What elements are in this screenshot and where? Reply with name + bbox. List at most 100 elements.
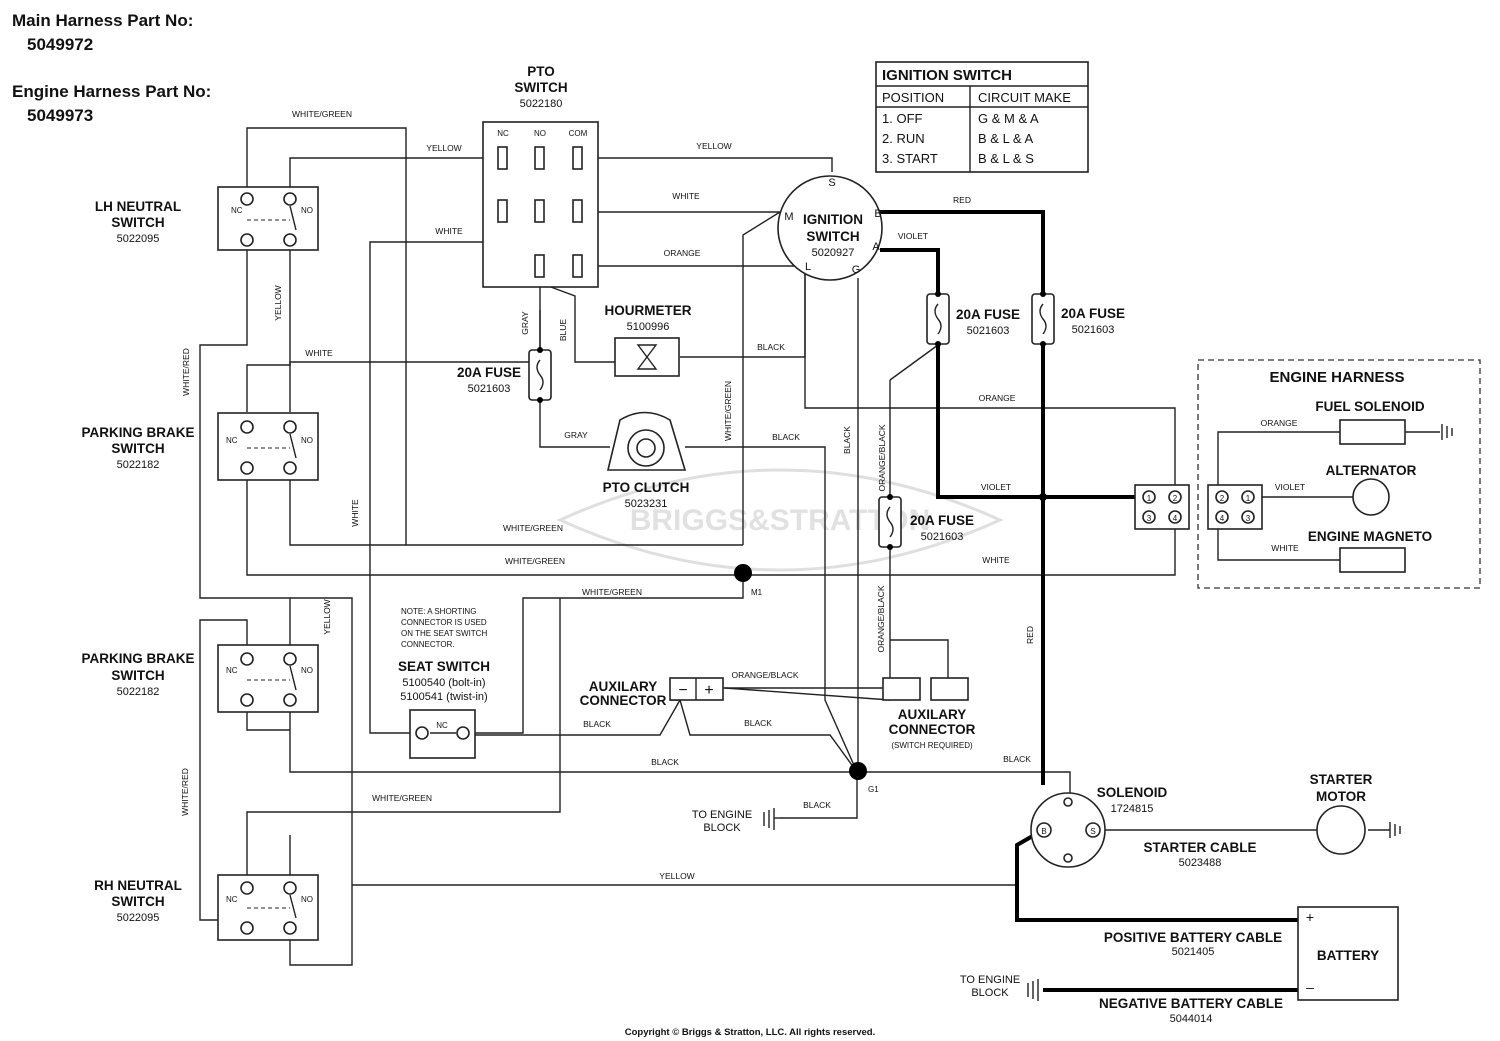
svg-text:5022095: 5022095 <box>117 233 160 245</box>
lh-neutral-switch: NC NO LH NEUTRAL SWITCH 5022095 <box>95 186 319 251</box>
svg-text:5021603: 5021603 <box>468 383 511 395</box>
svg-text:NC: NC <box>226 436 238 445</box>
fuse-mid: 20A FUSE 5021603 <box>926 291 1020 347</box>
svg-text:S: S <box>1090 827 1095 836</box>
hourmeter: HOURMETER 5100996 <box>605 303 692 377</box>
svg-text:ENGINE MAGNETO: ENGINE MAGNETO <box>1308 529 1432 544</box>
svg-text:BLOCK: BLOCK <box>703 822 741 834</box>
svg-text:BLACK: BLACK <box>772 432 800 442</box>
svg-text:SWITCH: SWITCH <box>806 229 859 244</box>
svg-text:5022182: 5022182 <box>117 459 160 471</box>
svg-text:VIOLET: VIOLET <box>898 231 928 241</box>
svg-text:ORANGE/BLACK: ORANGE/BLACK <box>876 585 886 652</box>
svg-text:ALTERNATOR: ALTERNATOR <box>1326 463 1417 478</box>
harness-connector-engine: 2 1 4 3 <box>1207 484 1263 530</box>
svg-text:WHITE/GREEN: WHITE/GREEN <box>503 523 563 533</box>
engine-harness-box: ENGINE HARNESS FUEL SOLENOID ALTERNATOR … <box>1197 359 1481 589</box>
svg-text:ON THE SEAT SWITCH: ON THE SEAT SWITCH <box>401 629 487 638</box>
starter-motor: STARTER MOTOR STARTER CABLE 5023488 <box>1144 772 1401 869</box>
svg-text:1. OFF: 1. OFF <box>882 111 923 126</box>
battery: BATTERY + – POSITIVE BATTERY CABLE 50214… <box>1099 906 1399 1025</box>
copyright: Copyright © Briggs & Stratton, LLC. All … <box>625 1027 876 1038</box>
svg-text:BLACK: BLACK <box>651 757 679 767</box>
svg-text:BLACK: BLACK <box>803 800 831 810</box>
svg-text:SWITCH: SWITCH <box>111 894 164 909</box>
svg-text:–: – <box>1306 979 1314 995</box>
svg-text:3. START: 3. START <box>882 151 938 166</box>
svg-text:RED: RED <box>1025 626 1035 644</box>
svg-text:20A FUSE: 20A FUSE <box>956 307 1020 322</box>
engine-harness-label: Engine Harness Part No: <box>12 82 211 101</box>
svg-text:B: B <box>874 208 881 220</box>
svg-text:SWITCH: SWITCH <box>111 215 164 230</box>
svg-text:ORANGE/BLACK: ORANGE/BLACK <box>731 670 798 680</box>
fuse-lower: 20A FUSE 5021603 <box>878 494 974 550</box>
svg-text:ENGINE HARNESS: ENGINE HARNESS <box>1269 369 1404 386</box>
svg-text:WHITE: WHITE <box>672 191 700 201</box>
svg-text:5021603: 5021603 <box>967 325 1010 337</box>
svg-text:NOTE: A SHORTING: NOTE: A SHORTING <box>401 607 476 616</box>
svg-text:5023231: 5023231 <box>625 498 668 510</box>
svg-text:YELLOW: YELLOW <box>426 143 461 153</box>
svg-text:BLOCK: BLOCK <box>971 987 1009 999</box>
svg-text:NEGATIVE BATTERY CABLE: NEGATIVE BATTERY CABLE <box>1099 996 1283 1011</box>
svg-text:ORANGE: ORANGE <box>979 393 1016 403</box>
svg-text:PTO CLUTCH: PTO CLUTCH <box>603 480 690 495</box>
svg-text:COM: COM <box>569 129 588 138</box>
svg-text:YELLOW: YELLOW <box>696 141 731 151</box>
svg-text:G1: G1 <box>868 785 879 794</box>
svg-text:B: B <box>1041 827 1046 836</box>
engine-harness-number: 5049973 <box>27 106 93 125</box>
svg-text:BLUE: BLUE <box>558 319 568 342</box>
svg-text:SWITCH: SWITCH <box>514 80 567 95</box>
svg-text:5100540 (bolt-in): 5100540 (bolt-in) <box>402 677 485 689</box>
svg-text:SWITCH: SWITCH <box>111 668 164 683</box>
svg-text:1724815: 1724815 <box>1111 803 1154 815</box>
fuse-left: 20A FUSE 5021603 <box>457 347 552 403</box>
svg-text:SWITCH: SWITCH <box>111 441 164 456</box>
svg-text:BATTERY: BATTERY <box>1317 948 1379 963</box>
parking-brake-switch-lower: NC NO PARKING BRAKE SWITCH 5022182 <box>81 644 319 713</box>
svg-text:+: + <box>704 682 713 699</box>
svg-text:NO: NO <box>301 436 313 445</box>
svg-text:G: G <box>852 264 861 276</box>
svg-text:MOTOR: MOTOR <box>1316 789 1366 804</box>
svg-text:−: − <box>678 682 687 699</box>
svg-text:TO ENGINE: TO ENGINE <box>692 809 752 821</box>
svg-text:3: 3 <box>1147 514 1152 523</box>
svg-text:BLACK: BLACK <box>757 342 785 352</box>
svg-text:5020927: 5020927 <box>812 247 855 259</box>
svg-text:RED: RED <box>953 195 971 205</box>
svg-text:1: 1 <box>1246 494 1251 503</box>
svg-text:POSITIVE BATTERY CABLE: POSITIVE BATTERY CABLE <box>1104 930 1282 945</box>
svg-text:5022095: 5022095 <box>117 912 160 924</box>
svg-text:PARKING BRAKE: PARKING BRAKE <box>81 425 194 440</box>
wires <box>199 127 1440 966</box>
svg-text:BLACK: BLACK <box>744 718 772 728</box>
engine-block-ground-1: TO ENGINE BLOCK <box>692 808 780 834</box>
svg-text:5100541 (twist-in): 5100541 (twist-in) <box>400 691 487 703</box>
svg-text:M: M <box>784 211 793 223</box>
svg-text:VIOLET: VIOLET <box>981 482 1011 492</box>
svg-text:BLACK: BLACK <box>842 426 852 454</box>
svg-text:YELLOW: YELLOW <box>322 599 332 634</box>
svg-text:PARKING BRAKE: PARKING BRAKE <box>81 651 194 666</box>
ground-icon <box>1389 822 1401 838</box>
svg-text:5021603: 5021603 <box>1072 324 1115 336</box>
svg-text:BLACK: BLACK <box>583 719 611 729</box>
svg-text:GRAY: GRAY <box>564 430 588 440</box>
svg-text:TO ENGINE: TO ENGINE <box>960 974 1020 986</box>
svg-text:STARTER CABLE: STARTER CABLE <box>1144 840 1257 855</box>
svg-text:RH NEUTRAL: RH NEUTRAL <box>94 878 182 893</box>
ground-icon <box>1441 424 1453 440</box>
svg-text:4: 4 <box>1220 514 1225 523</box>
svg-text:2. RUN: 2. RUN <box>882 131 925 146</box>
engine-magneto <box>1339 547 1406 573</box>
svg-text:5021405: 5021405 <box>1172 946 1215 958</box>
main-harness-number: 5049972 <box>27 35 93 54</box>
svg-text:A: A <box>872 241 880 253</box>
svg-text:G & M & A: G & M & A <box>978 111 1039 126</box>
svg-text:WHITE/RED: WHITE/RED <box>181 348 191 396</box>
svg-text:+: + <box>1306 909 1314 925</box>
solenoid: B S SOLENOID 1724815 <box>1030 785 1167 868</box>
